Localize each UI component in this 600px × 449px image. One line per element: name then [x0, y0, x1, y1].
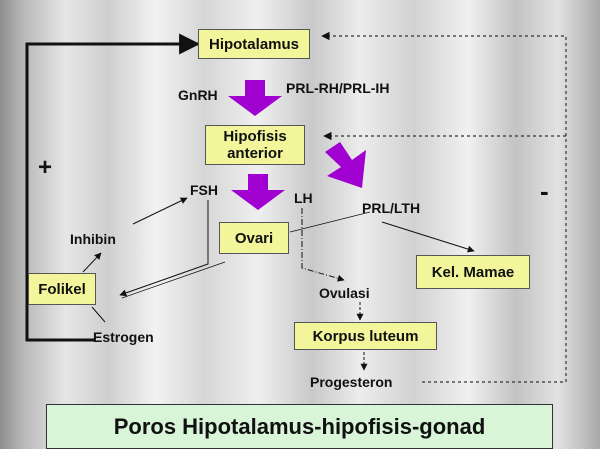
- folikel-box: Folikel: [28, 273, 96, 305]
- estrogen-label: Estrogen: [93, 329, 154, 345]
- ovari-box: Ovari: [219, 222, 289, 254]
- hipotalamus-box: Hipotalamus: [198, 29, 310, 59]
- folikel-to-inhibin-line: [82, 252, 102, 273]
- folikel-label: Folikel: [38, 280, 86, 298]
- folikel-to-estrogen-line: [91, 306, 106, 323]
- inhibin-to-fsh-line: [132, 197, 188, 225]
- kel-mamae-label: Kel. Mamae: [431, 263, 515, 281]
- purple-arrow-prl: [325, 142, 366, 188]
- inhibin-label: Inhibin: [70, 231, 116, 247]
- hipofisis-label-2: anterior: [227, 145, 283, 162]
- lh-to-ovulasi-dashed: [301, 208, 345, 282]
- ovari-label: Ovari: [234, 229, 274, 247]
- hipofisis-label-1: Hipofisis: [223, 128, 287, 145]
- kel-mamae-box: Kel. Mamae: [416, 255, 530, 289]
- gnrh-label: GnRH: [178, 87, 218, 103]
- hipotalamus-label: Hipotalamus: [208, 35, 299, 53]
- lh-label: LH: [294, 190, 313, 206]
- progesteron-label: Progesteron: [310, 374, 393, 390]
- diagram-title: Poros Hipotalamus-hipofisis-gonad: [46, 404, 553, 449]
- prl-to-ovari-line: [289, 211, 371, 233]
- fsh-label: FSH: [190, 182, 218, 198]
- ovulasi-label: Ovulasi: [319, 285, 370, 301]
- positive-feedback-line: [25, 33, 201, 342]
- purple-arrow-fsh: [231, 174, 285, 210]
- prl-to-mamae-line: [381, 221, 475, 253]
- plus-sign: +: [38, 154, 53, 181]
- negative-feedback-dashed: [321, 31, 567, 383]
- hipofisis-anterior-box: Hipofisis anterior: [205, 125, 305, 165]
- korpus-luteum-box: Korpus luteum: [294, 322, 437, 350]
- prl-rh-label: PRL-RH/PRL-IH: [286, 80, 390, 96]
- ovari-to-folikel-line: [121, 261, 226, 299]
- purple-arrow-gnrh: [228, 80, 282, 116]
- prl-lth-label: PRL/LTH: [362, 200, 421, 216]
- fsh-to-folikel-line: [119, 200, 209, 297]
- korpus-luteum-label: Korpus luteum: [312, 327, 419, 345]
- minus-sign: -: [540, 176, 549, 206]
